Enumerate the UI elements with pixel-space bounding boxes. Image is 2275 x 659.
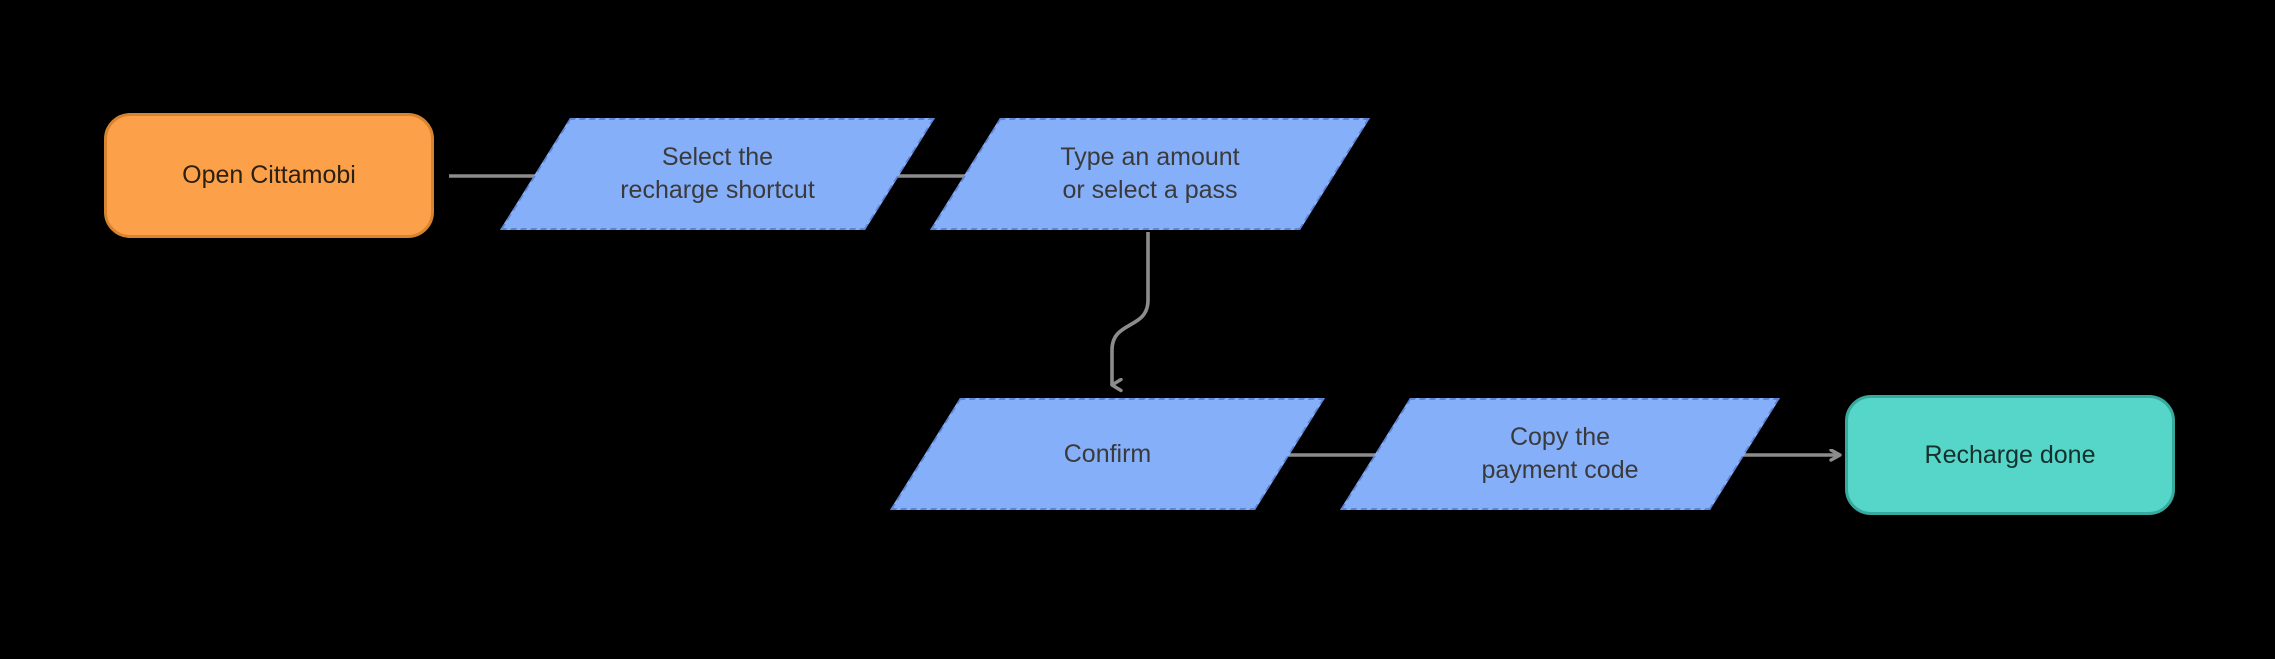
node-recharge-done[interactable]: Recharge done [1845, 395, 2175, 515]
node-open-cittamobi[interactable]: Open Cittamobi [104, 113, 434, 238]
node-type-amount-or-pass-label: Type an amount or select a pass [1060, 143, 1240, 204]
node-open-cittamobi-label: Open Cittamobi [182, 161, 356, 189]
edge-type-amount-to-confirm [1110, 232, 1150, 385]
node-type-amount-or-pass[interactable]: Type an amount or select a pass [930, 118, 1370, 230]
node-select-recharge-shortcut-label: Select the recharge shortcut [620, 143, 815, 204]
node-confirm[interactable]: Confirm [890, 398, 1325, 510]
node-confirm-label: Confirm [1063, 439, 1152, 468]
node-recharge-done-label: Recharge done [1924, 440, 2096, 469]
node-copy-payment-code[interactable]: Copy the payment code [1340, 398, 1780, 510]
node-select-recharge-shortcut[interactable]: Select the recharge shortcut [500, 118, 935, 230]
node-copy-payment-code-label: Copy the payment code [1481, 423, 1639, 484]
